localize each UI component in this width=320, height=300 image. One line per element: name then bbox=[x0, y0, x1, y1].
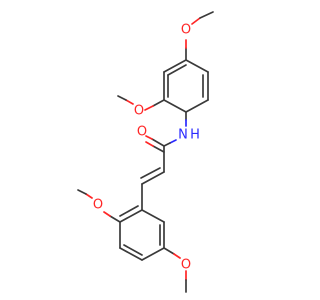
top-ortho-methoxy: O bbox=[117, 95, 165, 119]
bond bbox=[77, 189, 87, 195]
bond bbox=[109, 215, 121, 223]
top-methoxy: O bbox=[181, 11, 214, 61]
bond bbox=[151, 138, 165, 147]
oxygen-atom-label: O bbox=[181, 258, 191, 273]
bond bbox=[141, 209, 165, 223]
bond bbox=[163, 99, 187, 113]
bond bbox=[145, 141, 154, 147]
bond bbox=[152, 99, 165, 107]
bottom-meta-methoxy: O bbox=[163, 247, 191, 293]
bond bbox=[119, 205, 139, 217]
hydrogen-atom-label: H bbox=[190, 128, 200, 143]
bond bbox=[141, 171, 165, 185]
bond bbox=[103, 211, 111, 217]
amide: N H O bbox=[137, 111, 200, 153]
bond bbox=[191, 17, 201, 25]
oxygen-atom-label: O bbox=[134, 104, 144, 119]
bond bbox=[123, 244, 143, 256]
bond bbox=[152, 145, 165, 153]
bond bbox=[185, 99, 209, 113]
oxygen-atom-label: O bbox=[93, 198, 103, 213]
bond bbox=[173, 253, 181, 259]
bond bbox=[167, 64, 187, 76]
bond bbox=[169, 139, 177, 144]
bond bbox=[140, 167, 161, 179]
bond bbox=[199, 11, 214, 19]
bond bbox=[163, 247, 175, 255]
bond bbox=[185, 59, 209, 73]
bond bbox=[125, 99, 134, 105]
bond bbox=[85, 193, 93, 199]
bond bbox=[119, 247, 143, 261]
oxygen-atom-label: O bbox=[181, 23, 191, 38]
alkene-linker bbox=[140, 145, 165, 185]
top-ring bbox=[163, 59, 209, 113]
nitrogen-atom-label: N bbox=[178, 128, 188, 143]
bond bbox=[141, 247, 165, 261]
bottom-ring bbox=[119, 183, 165, 261]
bond bbox=[144, 105, 154, 111]
molecule-structure: O O N H O bbox=[77, 11, 214, 293]
bond bbox=[117, 95, 127, 101]
bond bbox=[119, 209, 143, 223]
bond bbox=[145, 135, 153, 140]
bond bbox=[163, 142, 171, 147]
bond bbox=[163, 59, 187, 73]
bottom-ortho-methoxy: O bbox=[77, 189, 121, 223]
carbonyl-oxygen-label: O bbox=[137, 125, 147, 140]
